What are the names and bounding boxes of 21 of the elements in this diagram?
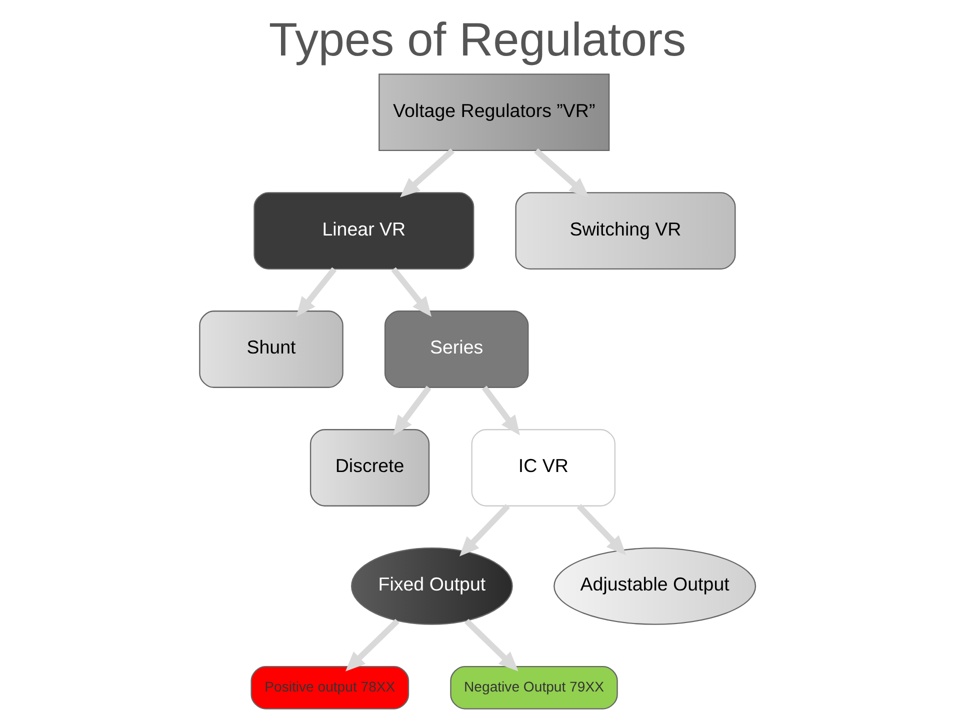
node-box: IC VR xyxy=(470,429,616,506)
arrow xyxy=(464,618,518,672)
arrow xyxy=(481,386,520,436)
node-ellipse: Fixed Output xyxy=(350,548,512,625)
node-box: Shunt xyxy=(198,310,343,388)
arrow xyxy=(390,267,432,317)
arrow xyxy=(400,148,454,198)
arrow xyxy=(344,618,399,672)
node-box: Switching VR xyxy=(514,192,736,270)
diagram-title: Types of Regulators xyxy=(268,13,686,66)
node-ellipse: Adjustable Output xyxy=(553,548,756,625)
node-box: Discrete xyxy=(309,429,430,506)
arrow xyxy=(296,267,336,317)
node-box: Negative Output 79XX xyxy=(450,666,618,710)
node-box: Series xyxy=(384,310,528,388)
node-box: Positive output 78XX xyxy=(250,666,409,710)
arrow xyxy=(392,386,431,436)
arrow xyxy=(458,504,510,556)
node-box: Voltage Regulators ”VR” xyxy=(378,74,610,152)
node-box: Linear VR xyxy=(253,192,474,270)
arrow xyxy=(576,504,626,556)
